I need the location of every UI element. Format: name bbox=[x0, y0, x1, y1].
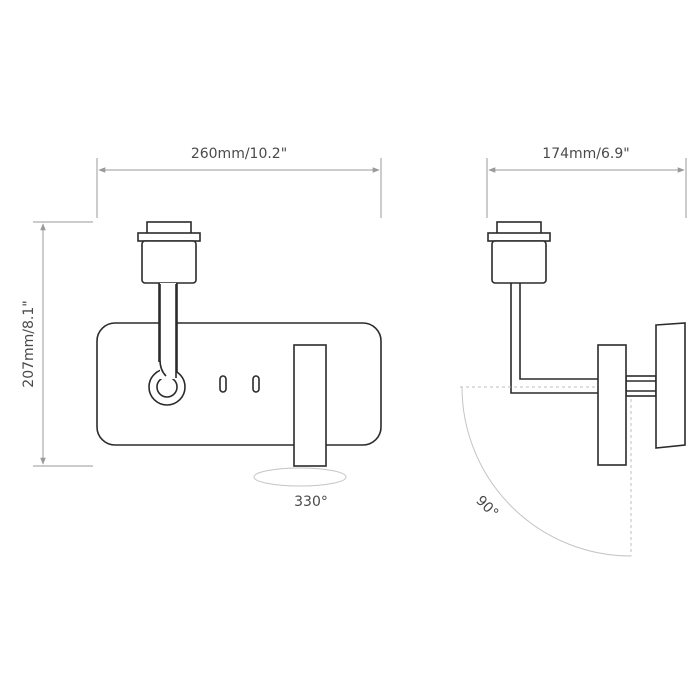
side-view: 174mm/6.9" 90° bbox=[460, 146, 687, 557]
side-width-dimension: 174mm/6.9" bbox=[486, 146, 687, 218]
arm bbox=[148, 283, 186, 406]
front-height-label: 207mm/8.1" bbox=[21, 300, 37, 387]
side-lamp-holder bbox=[487, 221, 551, 284]
usb-slot-right bbox=[252, 375, 260, 393]
side-width-label: 174mm/6.9" bbox=[542, 146, 629, 162]
side-connecting-rod bbox=[625, 375, 657, 397]
tilt-angle-label: 90° bbox=[472, 493, 501, 522]
front-view: 260mm/10.2" 207mm/8.1" bbox=[21, 146, 382, 510]
usb-slot-left bbox=[219, 375, 227, 393]
front-width-label: 260mm/10.2" bbox=[191, 146, 287, 162]
front-height-dimension: 207mm/8.1" bbox=[21, 221, 93, 467]
rotation-angle-label: 330° bbox=[294, 494, 328, 510]
front-width-dimension: 260mm/10.2" bbox=[96, 146, 382, 218]
side-reading-head bbox=[597, 344, 627, 466]
side-wall-plate bbox=[655, 322, 686, 449]
reading-light-head bbox=[293, 344, 327, 467]
lamp-holder bbox=[137, 221, 201, 284]
rotation-indicator: 330° bbox=[253, 467, 347, 510]
side-arm bbox=[510, 283, 598, 394]
back-plate bbox=[96, 322, 382, 446]
